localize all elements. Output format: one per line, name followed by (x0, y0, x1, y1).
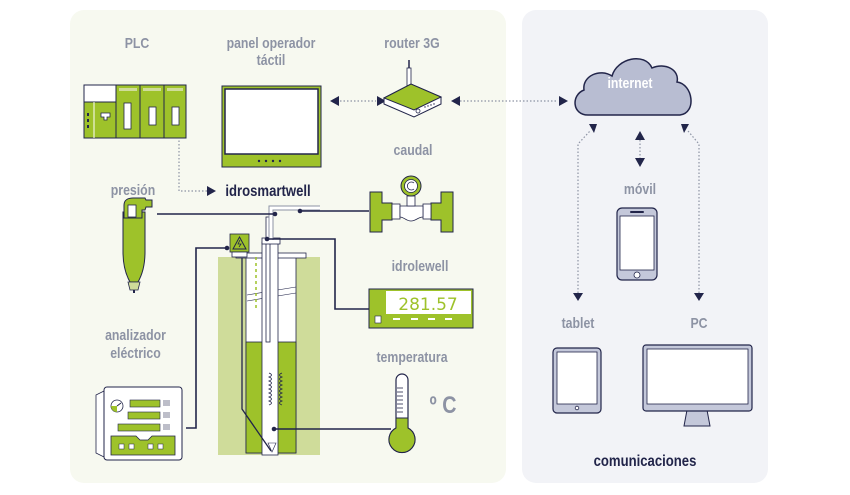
tablet-label: tablet (561, 315, 595, 332)
presion-label: presión (110, 182, 156, 199)
caudal-label: caudal (393, 142, 433, 159)
mobile-phone-icon (616, 207, 658, 281)
touch-panel-icon (221, 85, 322, 168)
internet-tablet-link (573, 124, 597, 301)
communications-title: comunicaciones (593, 453, 697, 470)
plc-icon (83, 84, 187, 139)
internet-label: internet (607, 75, 652, 91)
touch-panel-label-line2: táctil (256, 52, 286, 69)
plc-idrosmartwell-link (178, 137, 216, 196)
touch-panel-label-line1: panel operador (226, 35, 316, 52)
flowmeter-icon (369, 175, 454, 233)
pressure-sensor-icon (122, 197, 153, 293)
internet-movil-link (635, 131, 645, 167)
idrolewell-label: idrolewell (391, 258, 449, 275)
signal-wiring (157, 210, 391, 430)
router-label: router 3G (384, 35, 440, 52)
power-analyzer-icon (95, 386, 183, 461)
movil-label: móvil (623, 181, 657, 198)
router-icon (382, 60, 443, 118)
temperatura-label: temperatura (376, 349, 448, 366)
temperature-unit: º C (429, 392, 457, 419)
router-internet-link (451, 96, 568, 106)
thermometer-icon (388, 373, 416, 454)
cloud-icon (574, 58, 692, 116)
pc-label: PC (690, 315, 708, 332)
tablet-icon (552, 347, 602, 414)
plc-label: PLC (124, 35, 150, 52)
idrolewell-display-icon (368, 288, 474, 329)
analyzer-label-line1: analizador (105, 327, 166, 344)
panel-router-link (330, 96, 386, 106)
wiring-junction-dots (224, 208, 303, 432)
idrolewell-readout: 281.57 (398, 295, 457, 315)
pc-monitor-icon (642, 344, 753, 427)
analyzer-label-line2: eléctrico (110, 345, 161, 362)
well-pump-icon (218, 205, 320, 456)
internet-pc-link (681, 124, 704, 301)
idrosmartwell-label: idrosmartwell (225, 183, 311, 200)
